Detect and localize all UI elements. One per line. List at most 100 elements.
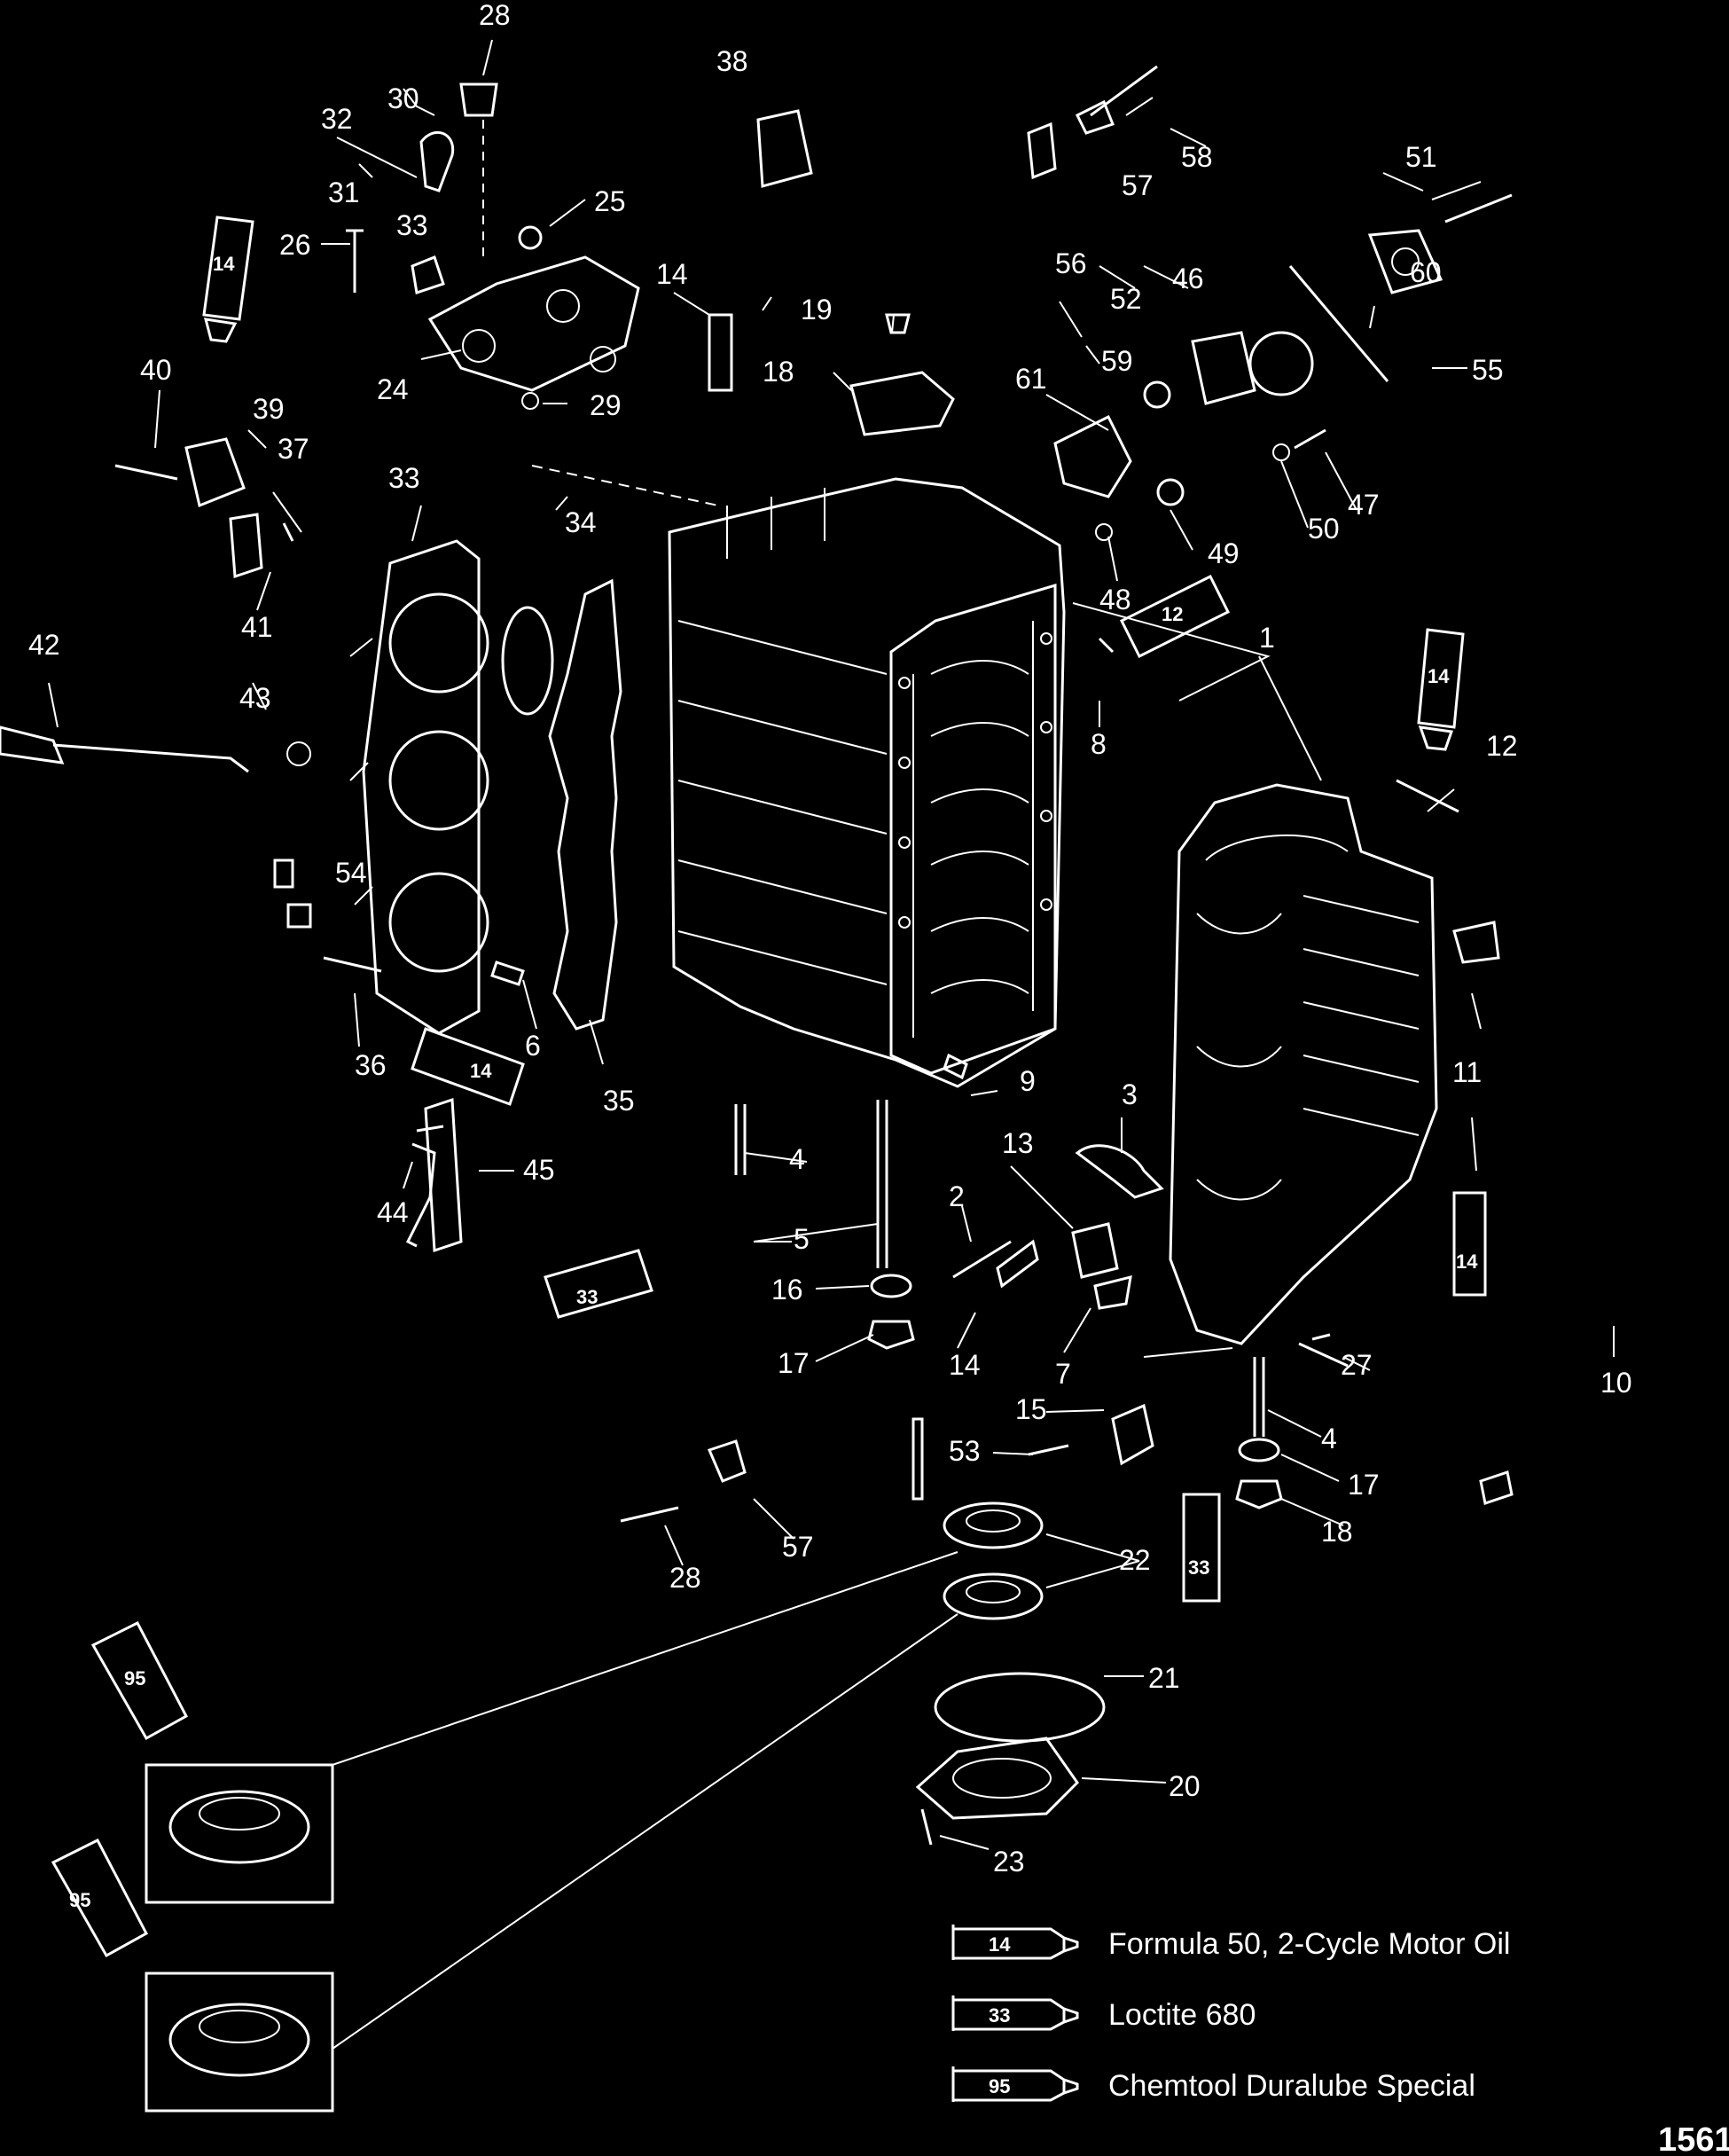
legend-text: Loctite 680 bbox=[1108, 1998, 1256, 2032]
cylinder-block bbox=[668, 477, 1066, 1088]
callout: 42 bbox=[28, 629, 60, 661]
tube-14-c: 14 bbox=[411, 1027, 525, 1106]
callout: 56 bbox=[1055, 247, 1087, 279]
callout: 58 bbox=[1181, 141, 1213, 173]
callout: 34 bbox=[565, 506, 597, 538]
callout: 57 bbox=[1122, 169, 1154, 201]
callout: 46 bbox=[1172, 263, 1204, 294]
tube-code: 14 bbox=[470, 1060, 492, 1082]
callout: 28 bbox=[669, 1562, 701, 1594]
callout: 51 bbox=[1405, 141, 1437, 173]
callout: 10 bbox=[1600, 1367, 1632, 1399]
callout: 16 bbox=[771, 1274, 803, 1305]
tube-code: 14 bbox=[213, 253, 235, 275]
callout: 2 bbox=[949, 1180, 965, 1212]
callout: 5 bbox=[794, 1223, 810, 1255]
part-10 bbox=[1479, 1470, 1514, 1505]
callout: 52 bbox=[1110, 283, 1142, 315]
callout: 35 bbox=[603, 1085, 635, 1117]
callout: 18 bbox=[1321, 1516, 1353, 1548]
callout: 17 bbox=[1348, 1469, 1380, 1501]
tube-95-a: 95 bbox=[90, 1621, 189, 1741]
callout: 3 bbox=[1122, 1078, 1138, 1110]
callout: 27 bbox=[1341, 1349, 1373, 1381]
crankcase-cover bbox=[1169, 783, 1438, 1345]
callout: 8 bbox=[1091, 728, 1107, 760]
tube-code: 33 bbox=[576, 1286, 598, 1308]
tube-33-a: 33 bbox=[544, 1249, 653, 1319]
callout: 15 bbox=[1015, 1393, 1047, 1425]
callout: 48 bbox=[1099, 584, 1131, 615]
callout: 7 bbox=[1055, 1358, 1071, 1390]
tube-code: 14 bbox=[1428, 665, 1450, 687]
tube-code: 14 bbox=[1456, 1250, 1478, 1273]
callout: 40 bbox=[140, 354, 172, 386]
callout: 36 bbox=[355, 1049, 387, 1081]
callout: 57 bbox=[782, 1531, 814, 1563]
callout: 14 bbox=[656, 258, 688, 290]
callout: 14 bbox=[949, 1349, 981, 1381]
legend-item-95: 95 Chemtool Duralube Special bbox=[951, 2066, 1475, 2103]
callout: 33 bbox=[396, 209, 428, 241]
callout: 29 bbox=[590, 389, 622, 421]
callout: 26 bbox=[279, 229, 311, 261]
callout: 4 bbox=[789, 1143, 805, 1175]
callout: 37 bbox=[278, 433, 309, 465]
callout: 41 bbox=[241, 611, 273, 643]
tube-14-b: 14 bbox=[1417, 628, 1465, 751]
callout: 1 bbox=[1259, 622, 1275, 654]
callout: 49 bbox=[1208, 537, 1240, 569]
legend-item-33: 33 Loctite 680 bbox=[951, 1995, 1256, 2032]
head-cover bbox=[427, 255, 640, 392]
tube-code: 95 bbox=[124, 1667, 145, 1690]
tube-14-d: 14 bbox=[1452, 1191, 1487, 1297]
tube-95-b: 95 bbox=[51, 1838, 149, 1958]
callout: 45 bbox=[523, 1154, 555, 1186]
lubricant-tubes: 14 14 14 14 12 33 33 bbox=[51, 216, 1487, 1958]
tube-14-a: 14 bbox=[202, 216, 254, 343]
callout: 32 bbox=[321, 103, 353, 135]
callout: 28 bbox=[479, 0, 511, 31]
callout: 6 bbox=[525, 1030, 541, 1062]
callout-labels: 1 2 3 4 4 5 6 7 8 9 10 11 12 13 14 14 15… bbox=[28, 0, 1632, 1878]
callout: 61 bbox=[1015, 363, 1047, 395]
callout: 19 bbox=[801, 294, 833, 325]
callout: 23 bbox=[993, 1846, 1025, 1878]
callout: 54 bbox=[335, 857, 367, 889]
tube-33-b: 33 bbox=[1182, 1493, 1221, 1603]
legend-item-14: 14 Formula 50, 2-Cycle Motor Oil bbox=[951, 1925, 1510, 1961]
callout: 50 bbox=[1308, 513, 1340, 545]
callout-leaders bbox=[48, 39, 1615, 1850]
callout: 59 bbox=[1101, 345, 1133, 377]
plug-29 bbox=[459, 82, 498, 117]
tube-code: 33 bbox=[1188, 1556, 1209, 1579]
callout: 13 bbox=[1002, 1127, 1034, 1159]
callout: 11 bbox=[1452, 1056, 1482, 1088]
callout: 53 bbox=[949, 1435, 981, 1467]
part-illustrations bbox=[0, 65, 1514, 2113]
figure-reference-number: 1561 bbox=[1658, 2121, 1729, 2156]
callout: 12 bbox=[1486, 730, 1518, 762]
callout: 39 bbox=[253, 393, 285, 425]
legend-code: 95 bbox=[989, 2075, 1010, 2097]
callout: 24 bbox=[377, 373, 409, 405]
callout: 4 bbox=[1321, 1423, 1337, 1454]
callout: 20 bbox=[1169, 1770, 1201, 1802]
callout: 30 bbox=[387, 82, 419, 114]
callout: 38 bbox=[716, 45, 748, 77]
tube-code: 95 bbox=[69, 1889, 90, 1911]
legend-text: Chemtool Duralube Special bbox=[1108, 2069, 1475, 2103]
callout: 18 bbox=[763, 356, 794, 388]
callout: 60 bbox=[1410, 256, 1442, 288]
callout: 21 bbox=[1148, 1662, 1180, 1694]
seal-detail-boxes bbox=[145, 1551, 958, 2113]
head-gasket bbox=[548, 578, 622, 1031]
callout: 55 bbox=[1472, 354, 1504, 386]
callout: 31 bbox=[328, 176, 360, 208]
callout: 25 bbox=[594, 185, 626, 217]
legend-text: Formula 50, 2-Cycle Motor Oil bbox=[1108, 1927, 1510, 1961]
tube-12: 12 bbox=[1119, 574, 1231, 659]
o-ring bbox=[501, 606, 554, 716]
cylinder-head bbox=[349, 539, 489, 1035]
